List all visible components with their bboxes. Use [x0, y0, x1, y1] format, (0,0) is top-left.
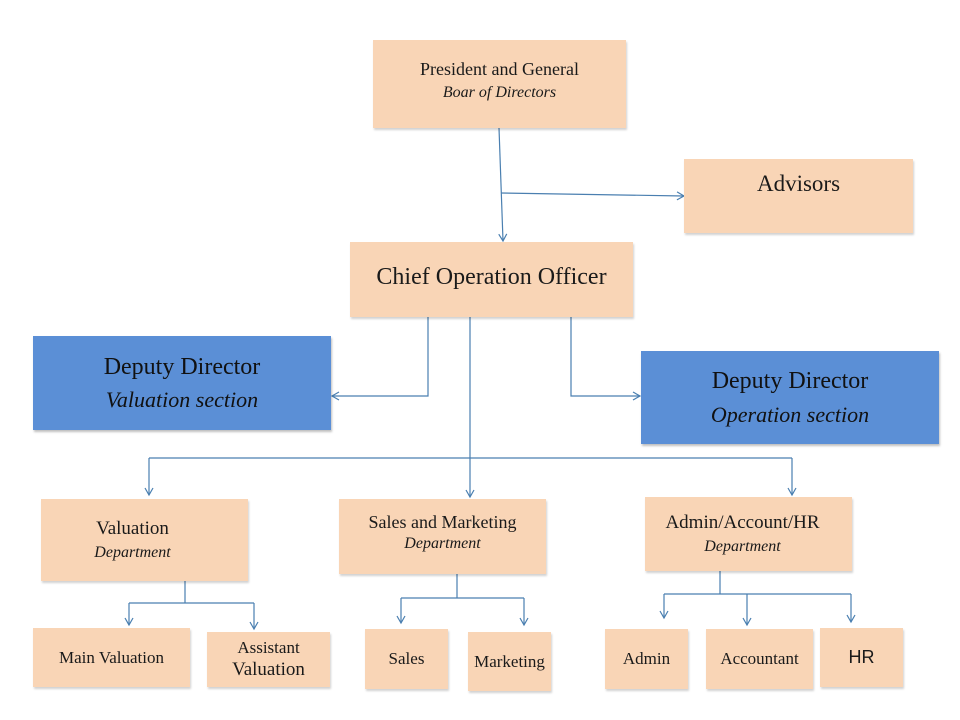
node-sales-title: Sales [388, 649, 425, 669]
node-marketing: Marketing [468, 632, 551, 691]
connector-coo-deputy-valuation [330, 317, 429, 401]
connector-sales-children [401, 574, 524, 599]
node-deputy-operation-title: Deputy Director [711, 368, 869, 395]
node-advisors-title: Advisors [756, 171, 841, 196]
node-sales-dept-subtitle: Department [404, 534, 481, 552]
node-sales-dept: Sales and Marketing Department [339, 499, 546, 574]
node-deputy-valuation: Deputy Director Valuation section [33, 336, 331, 430]
node-valuation-dept-subtitle: Department [94, 543, 171, 561]
node-assistant-valuation-title2: Valuation [232, 659, 305, 681]
node-admin-dept: Admin/Account/HR Department [645, 497, 852, 571]
node-deputy-valuation-subtitle: Valuation section [105, 387, 259, 413]
node-president: President and General Boar of Directors [373, 40, 626, 128]
node-president-title: President and General [420, 59, 579, 80]
connector-president-coo [498, 127, 508, 243]
node-hr: HR [820, 628, 903, 687]
node-admin-dept-title: Admin/Account/HR [665, 511, 820, 533]
node-admin-title: Admin [622, 649, 671, 669]
node-coo-title: Chief Operation Officer [376, 263, 607, 290]
connector-advisors [500, 191, 686, 201]
node-sales-dept-title: Sales and Marketing [368, 511, 517, 532]
node-main-valuation: Main Valuation [33, 628, 190, 687]
node-president-subtitle: Boar of Directors [442, 84, 557, 102]
node-hr-title: HR [848, 647, 875, 668]
node-accountant-title: Accountant [720, 649, 799, 669]
node-sales: Sales [365, 629, 448, 689]
node-assistant-valuation: Assistant Valuation [207, 632, 330, 687]
node-main-valuation-title: Main Valuation [59, 647, 164, 667]
node-assistant-valuation-title: Assistant [237, 637, 300, 657]
node-advisors: Advisors [684, 159, 913, 233]
node-admin: Admin [605, 629, 688, 689]
connector-valuation-children [129, 581, 254, 604]
node-marketing-title: Marketing [474, 651, 545, 671]
node-valuation-dept: Valuation Department [41, 499, 248, 581]
node-valuation-dept-title: Valuation [96, 517, 169, 539]
connector-admin-children [664, 571, 851, 595]
node-coo: Chief Operation Officer [350, 242, 633, 317]
node-deputy-valuation-title: Deputy Director [103, 353, 261, 380]
node-deputy-operation-subtitle: Operation section [710, 401, 870, 427]
node-deputy-operation: Deputy Director Operation section [641, 351, 939, 444]
node-admin-dept-subtitle: Department [704, 537, 781, 555]
connector-coo-deputy-operation [570, 317, 642, 401]
node-accountant: Accountant [706, 629, 813, 689]
